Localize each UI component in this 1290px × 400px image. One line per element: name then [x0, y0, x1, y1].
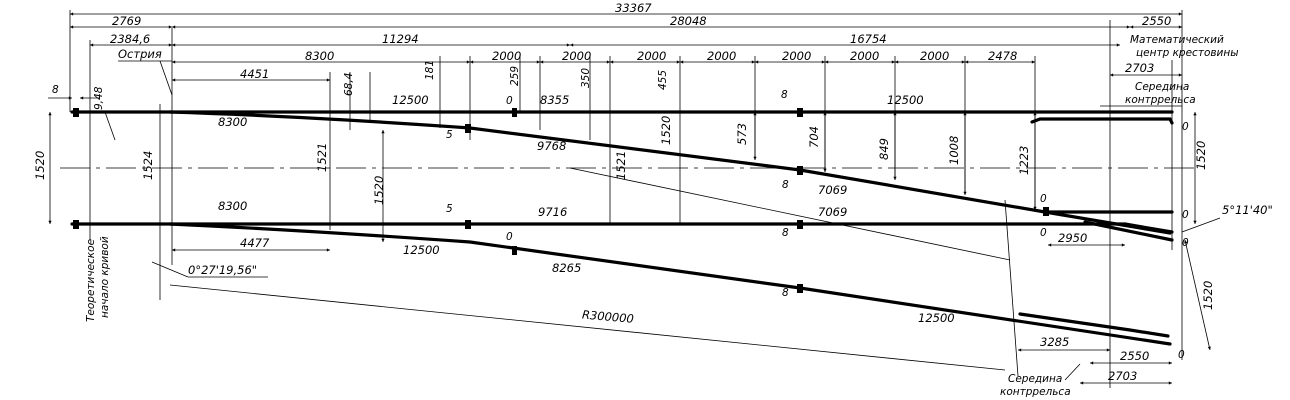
- dim-12500-right: 12500: [887, 93, 924, 107]
- label-math-center-1: Математический: [1130, 34, 1224, 46]
- dim-2384: 2384,6: [110, 32, 150, 46]
- guard-rail-top: [1030, 117, 1174, 125]
- guard-rail-bottom: [1018, 312, 1170, 338]
- dim-5-top: 5: [446, 129, 453, 141]
- dim-1520-left: 1520: [33, 151, 47, 180]
- dim-0-low: 0: [506, 231, 513, 243]
- dim-3285: 3285: [1040, 335, 1069, 349]
- dim-573: 573: [735, 123, 749, 145]
- dim-11294: 11294: [382, 32, 419, 46]
- dim-2703-b: 2703: [1108, 369, 1137, 383]
- dim-2000-g: 2000: [920, 49, 949, 63]
- dim-12500-bottom: 12500: [918, 311, 955, 325]
- dim-0-frog-r: 0: [1182, 209, 1189, 221]
- dim-2550-b: 2550: [1120, 349, 1149, 363]
- label-ostria: Острия: [118, 47, 162, 61]
- dim-8300-bottom: 8300: [218, 199, 247, 213]
- dim-1521-b: 1521: [614, 151, 628, 180]
- dim-8265: 8265: [552, 261, 581, 275]
- dim-7069-b: 7069: [818, 205, 847, 219]
- dim-1520-mid: 1520: [659, 116, 673, 145]
- dim-2000-e: 2000: [782, 49, 811, 63]
- dim-704: 704: [807, 126, 821, 148]
- dim-2000-a: 2000: [492, 49, 521, 63]
- dim-2769: 2769: [112, 14, 141, 28]
- label-seredina-bottom-1: Середина: [1008, 373, 1062, 385]
- dim-8-mid2: 8: [782, 179, 789, 191]
- dim-9-48: 9,48: [93, 86, 105, 110]
- dim-1520-vert: 1520: [372, 176, 386, 205]
- label-math-center-2: центр крестовины: [1136, 47, 1239, 59]
- dim-259: 259: [509, 66, 521, 86]
- dim-181: 181: [424, 60, 436, 80]
- rails: [70, 108, 1174, 346]
- dim-28048: 28048: [670, 14, 707, 28]
- dim-2703-top: 2703: [1125, 61, 1154, 75]
- dim-8300-curve: 8300: [218, 115, 247, 129]
- label-theor-start-1: Теоретическое: [85, 239, 97, 322]
- dim-8355: 8355: [540, 93, 569, 107]
- dim-2000-f: 2000: [850, 49, 879, 63]
- dim-5-bottom: 5: [446, 203, 453, 215]
- dim-9716: 9716: [538, 205, 567, 219]
- dim-849: 849: [877, 138, 891, 160]
- label-radius: R300000: [581, 307, 634, 325]
- dim-68-4: 68,4: [343, 73, 355, 96]
- dim-2478: 2478: [988, 49, 1017, 63]
- callout-labels: Острия Математический центр крестовины 2…: [85, 34, 1273, 398]
- dim-total: 33367: [615, 1, 652, 15]
- label-angle-cross: 5°11'40": [1222, 203, 1273, 217]
- dim-12500-low: 12500: [403, 243, 440, 257]
- label-seredina-top-2: контррельса: [1125, 94, 1196, 106]
- dim-1521-a: 1521: [315, 143, 329, 172]
- dim-4451: 4451: [240, 67, 269, 81]
- label-angle-small: 0°27'19,56": [188, 263, 257, 277]
- dim-0-a: 0: [506, 95, 513, 107]
- dim-4477: 4477: [240, 236, 270, 250]
- top-dimensions: 33367 2769 28048 2550 2384,6 11294 16754…: [70, 1, 1182, 230]
- rail-joints: [73, 108, 1049, 293]
- dim-350: 350: [580, 68, 592, 88]
- dim-16754: 16754: [850, 32, 887, 46]
- dim-1520-right: 1520: [1194, 141, 1208, 170]
- dim-2000-d: 2000: [707, 49, 736, 63]
- label-seredina-top-1: Середина: [1135, 81, 1189, 93]
- dim-8-mid-top: 8: [781, 89, 788, 101]
- dim-2550: 2550: [1142, 14, 1171, 28]
- dim-1223: 1223: [1017, 146, 1031, 175]
- dim-8-mid3: 8: [782, 227, 789, 239]
- dim-8-left: 8: [52, 84, 59, 96]
- label-theor-start-2: начало кривой: [99, 236, 111, 318]
- dim-1524: 1524: [141, 151, 155, 180]
- dim-8300-top: 8300: [305, 49, 334, 63]
- dim-2000-b: 2000: [562, 49, 591, 63]
- dim-1520-diag: 1520: [1201, 281, 1215, 310]
- dim-1008: 1008: [947, 136, 961, 165]
- dim-7069-a: 7069: [818, 183, 847, 197]
- dim-0-frog: 0: [1040, 193, 1047, 205]
- rail-dimensions: 8 9,48 1520 1524 8300 1521 1520 12500 0 …: [33, 84, 1215, 385]
- label-seredina-bottom-2: контррельса: [1000, 386, 1071, 398]
- dim-8-mid4: 8: [782, 287, 789, 299]
- frog-point-straight: [1123, 222, 1174, 234]
- dim-0-bottom: 0: [1178, 349, 1185, 361]
- dim-455: 455: [657, 70, 669, 90]
- curved-rail-outer: [168, 222, 1172, 346]
- dim-2000-c: 2000: [637, 49, 666, 63]
- dim-0-mid3: 0: [1040, 227, 1047, 239]
- dim-9768: 9768: [537, 139, 566, 153]
- dim-12500-top: 12500: [392, 93, 429, 107]
- dim-0-right-top: 0: [1182, 121, 1189, 133]
- dim-2950: 2950: [1058, 231, 1087, 245]
